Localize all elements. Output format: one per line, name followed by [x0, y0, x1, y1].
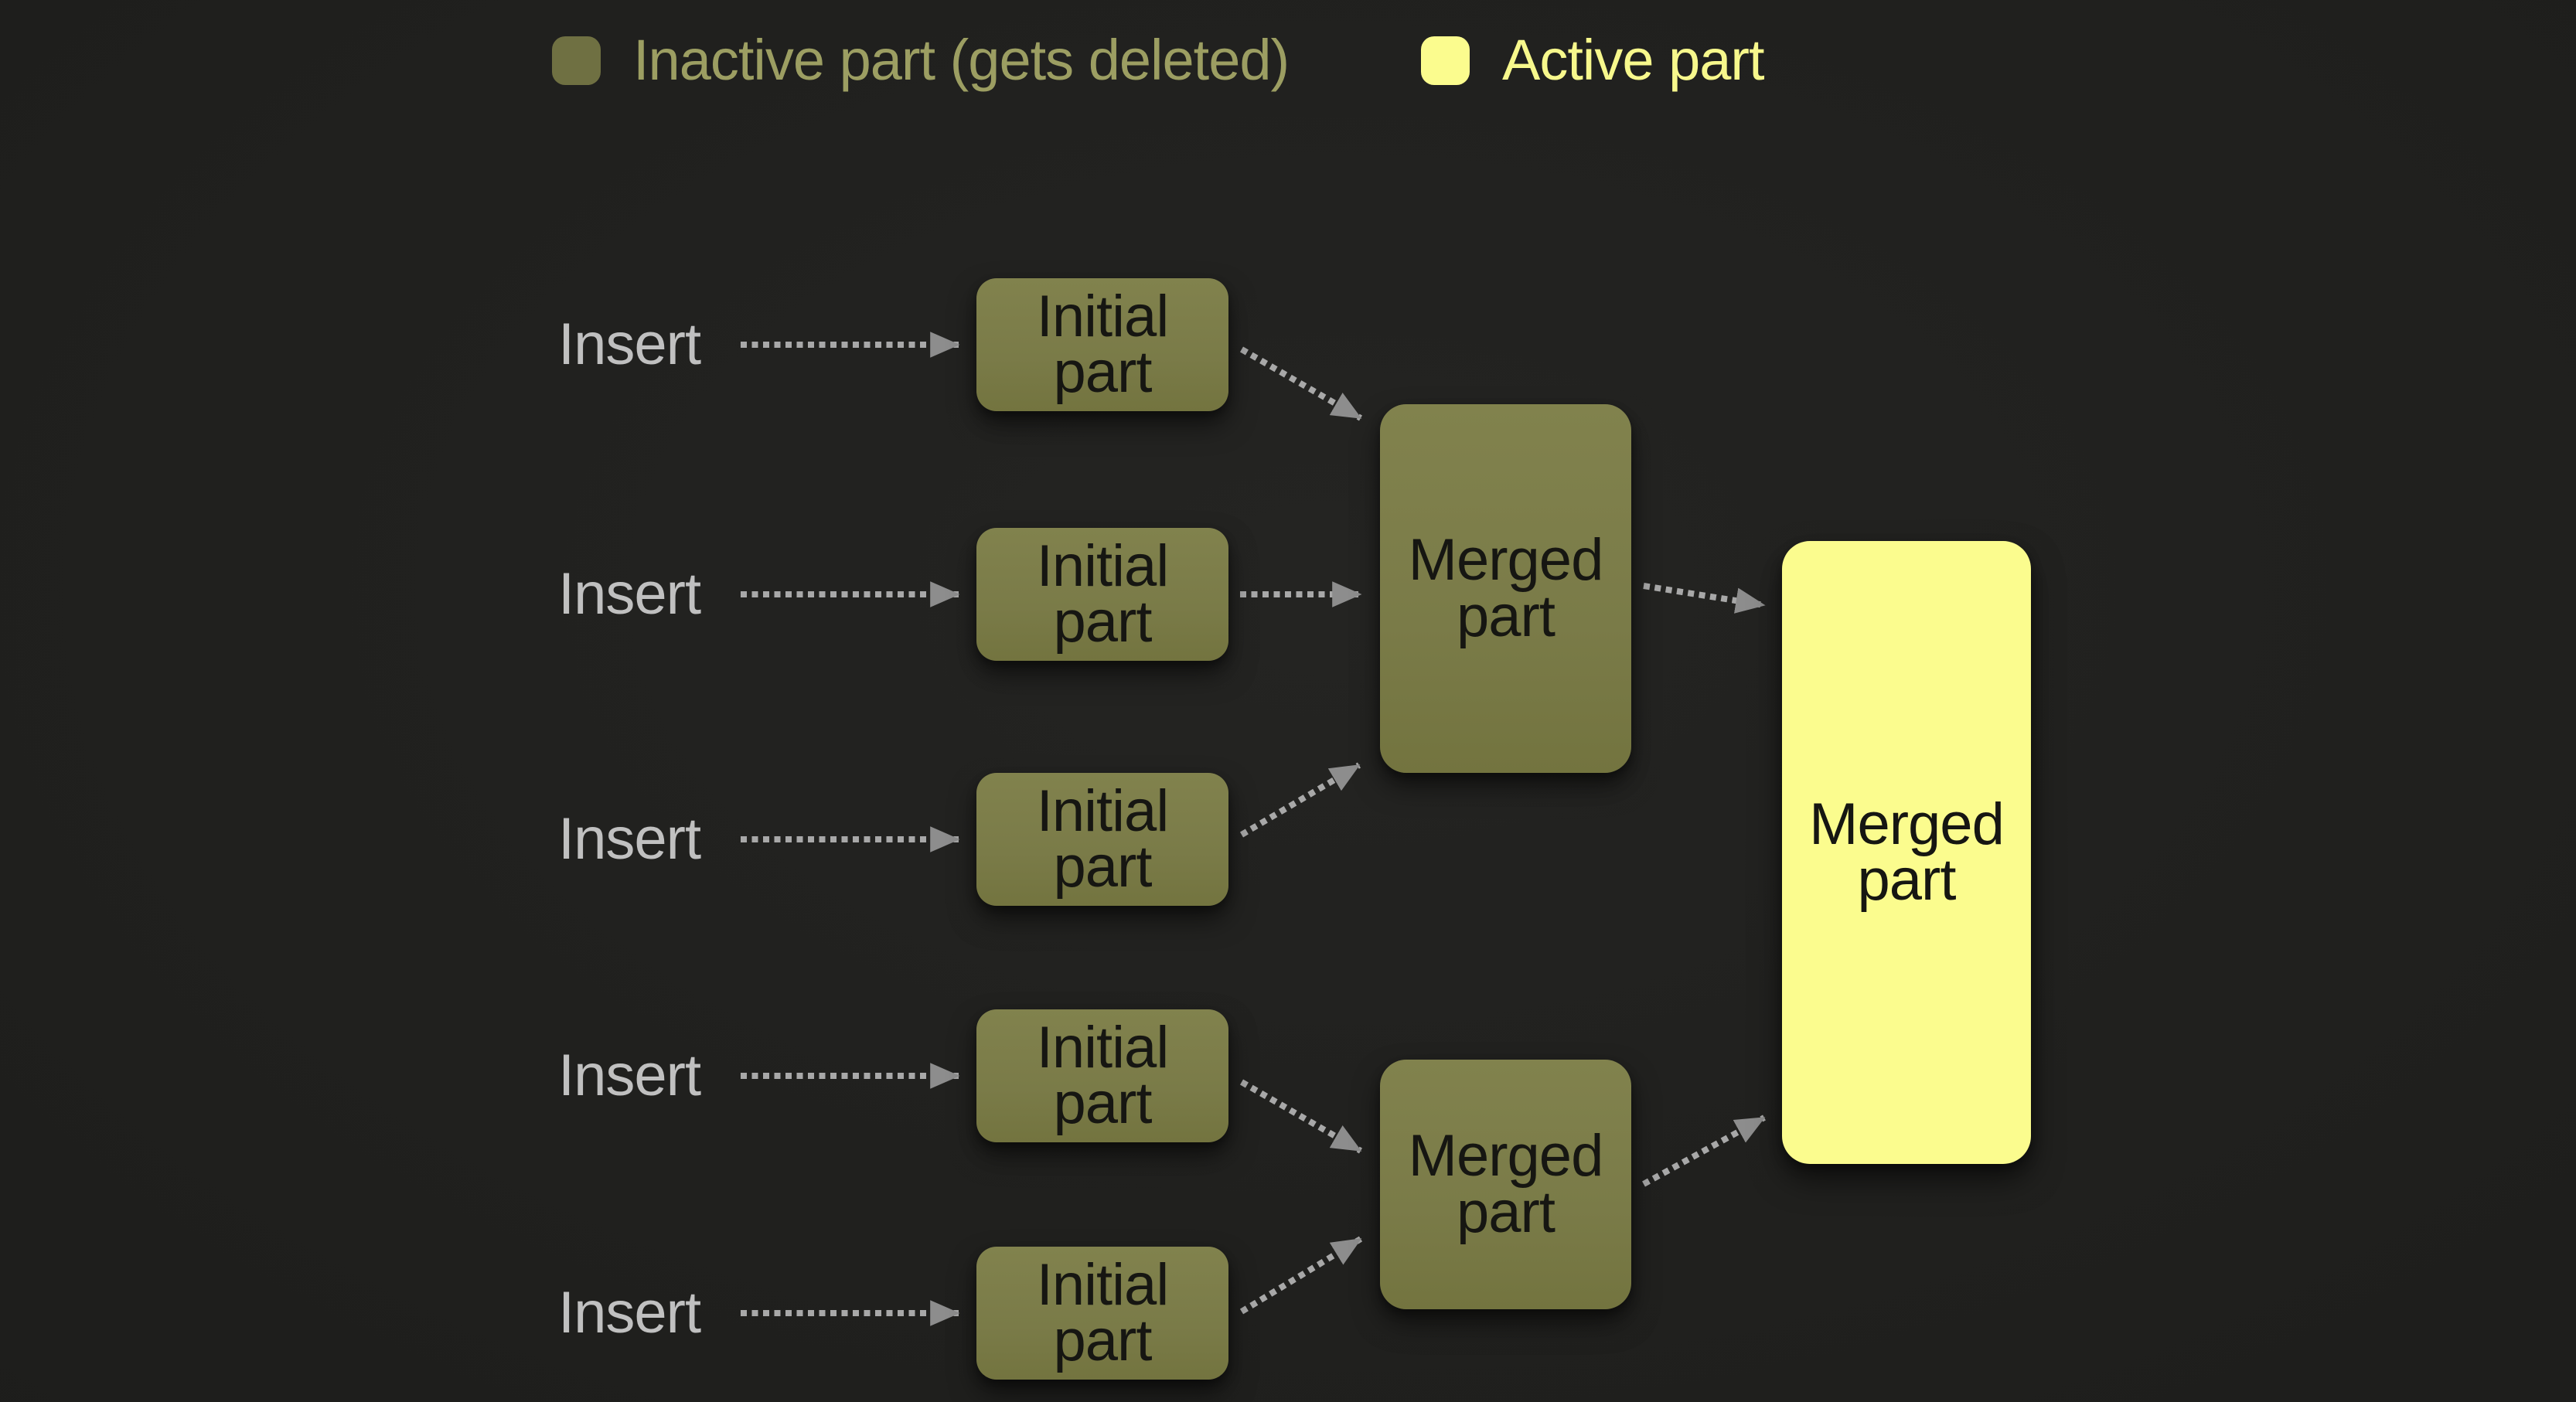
arrow-initial1-to-merged1 [1239, 346, 1363, 421]
initial-part-box-5: Initial part [976, 1247, 1228, 1380]
insert-label-4: Insert [558, 1043, 701, 1108]
legend-active-swatch-icon [1421, 36, 1470, 85]
initial-part-box-4: Initial part [976, 1009, 1228, 1142]
merged-part-box-1: Merged part [1380, 404, 1631, 773]
initial-part-box-1: Initial part [976, 278, 1228, 411]
initial-part-box-2: Initial part [976, 528, 1228, 661]
legend-inactive-label: Inactive part (gets deleted) [633, 28, 1290, 92]
arrow-initial4-to-merged2 [1239, 1079, 1363, 1154]
insert-label-2: Insert [558, 561, 701, 627]
legend-item-active: Active part [1421, 28, 1765, 92]
merged-part-box-2: Merged part [1380, 1060, 1631, 1309]
arrow-merged2-to-final [1642, 1114, 1766, 1187]
arrow-initial5-to-merged2 [1239, 1236, 1363, 1315]
legend-inactive-swatch-icon [552, 36, 601, 85]
initial-part-box-3: Initial part [976, 773, 1228, 906]
insert-label-5: Insert [558, 1280, 701, 1346]
insert-label-1: Insert [558, 311, 701, 377]
legend-active-label: Active part [1502, 28, 1765, 92]
arrow-merged1-to-final [1643, 583, 1766, 614]
arrow-initial3-to-merged1 [1239, 762, 1361, 838]
final-merged-part-box: Merged part [1782, 541, 2031, 1164]
legend-item-inactive: Inactive part (gets deleted) [552, 28, 1290, 92]
insert-label-3: Insert [558, 806, 701, 872]
